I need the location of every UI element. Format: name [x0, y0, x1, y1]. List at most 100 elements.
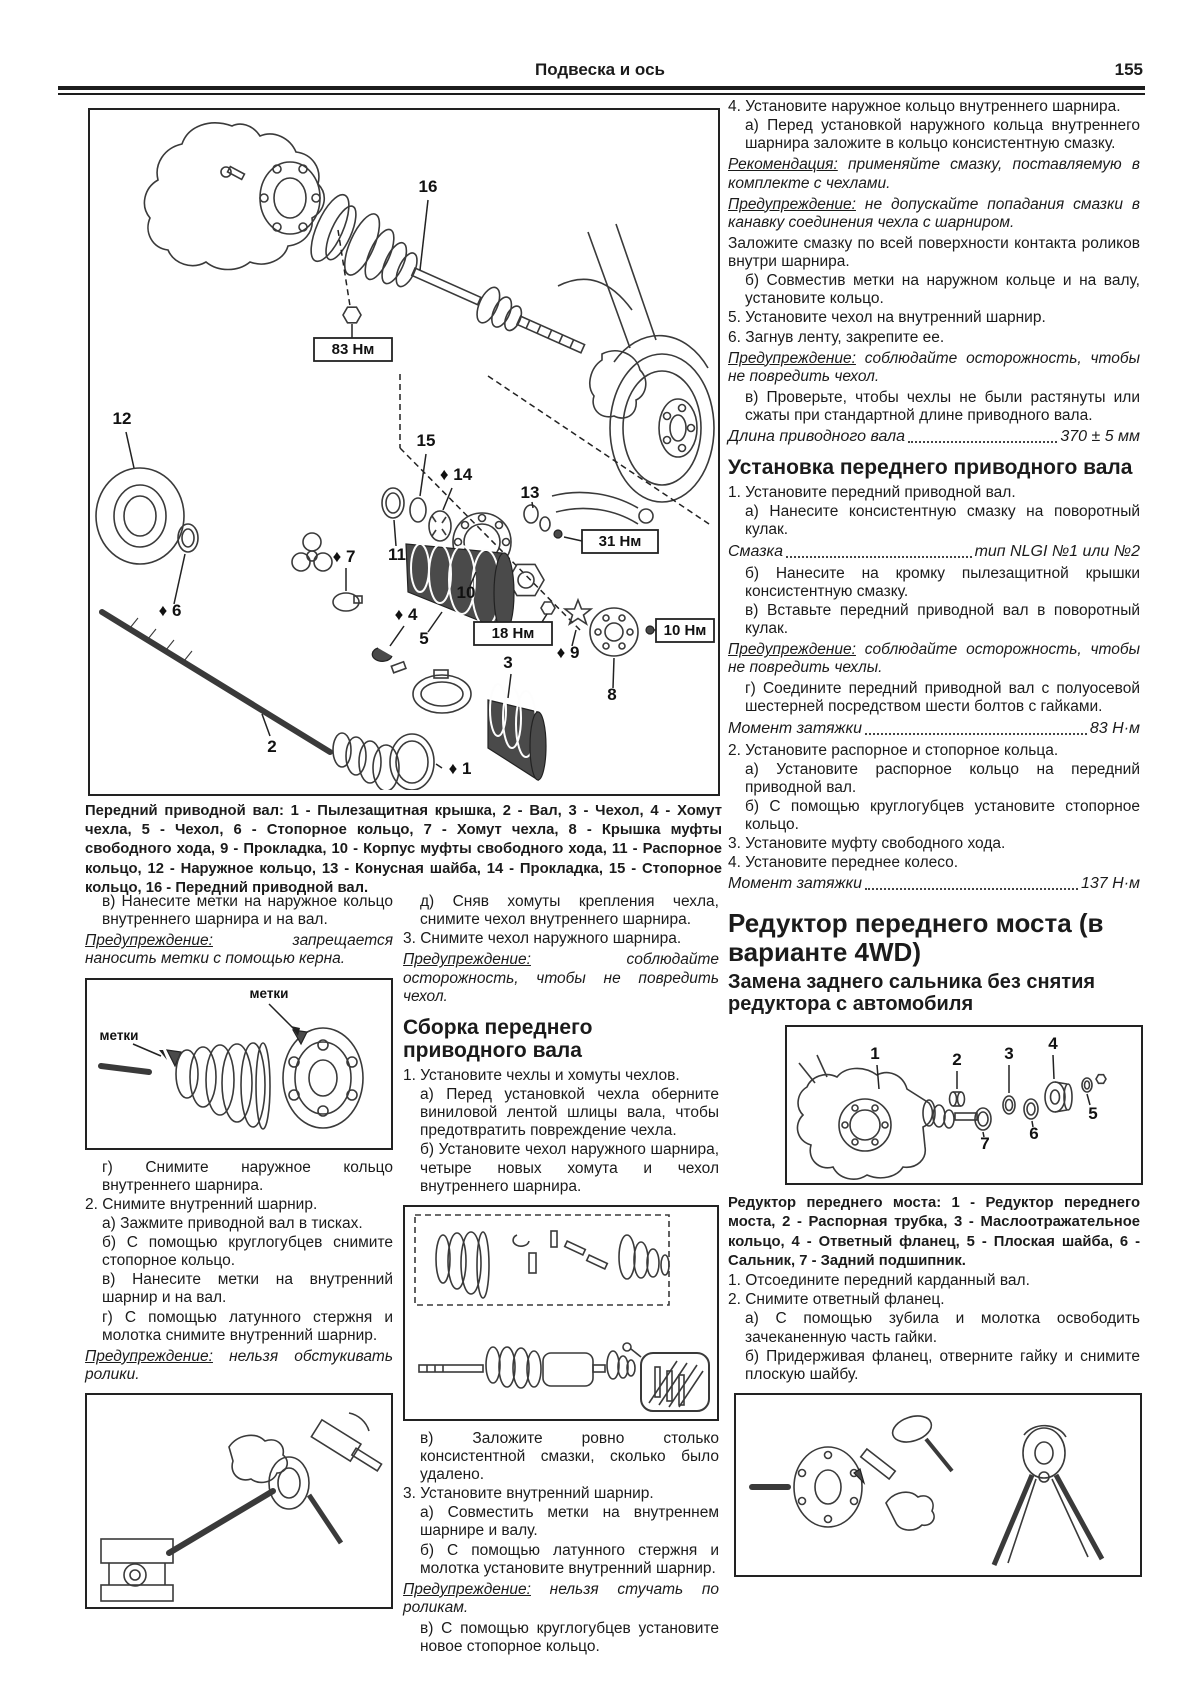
- spec-leader: [864, 888, 1078, 891]
- sub-item: б) С помощью круглогубцев снимите стопор…: [102, 1234, 393, 1270]
- sub-item: а) Перед установкой чехла оберните винил…: [420, 1086, 719, 1140]
- spec-line-torque-83: Момент затяжки 83 Н·м: [728, 720, 1140, 738]
- sub-item: а) Перед установкой наружного кольца вну…: [745, 117, 1140, 153]
- vise-art: [100, 1412, 383, 1602]
- part-label-13: 13: [521, 483, 540, 502]
- step-item: 2. Установите распорное и стопорное коль…: [728, 741, 1059, 759]
- sub-item: а) Нанесите консистентную смазку на пово…: [745, 503, 1140, 539]
- header-rule: [58, 86, 1145, 95]
- warning: Предупреждение: соблюдайте осторожность,…: [728, 641, 1140, 677]
- reducer-label-2: 2: [952, 1050, 961, 1069]
- sub-item: г) Соедините передний приводной вал с по…: [745, 680, 1140, 716]
- front-axle-reducer-diagram: 1 2 3 4 5 6 7: [796, 1034, 1107, 1181]
- part-label-5: 5: [419, 629, 428, 648]
- warning: Предупреждение: соблюдайте осторожность,…: [728, 350, 1140, 386]
- spec-value: 370 ± 5 мм: [1060, 428, 1140, 446]
- part-label-7: ♦ 7: [333, 547, 356, 566]
- part-label-12: 12: [113, 409, 132, 428]
- spec-line-shaft-length: Длина приводного вала 370 ± 5 мм: [728, 428, 1140, 446]
- step-item: 5. Установите чехол на внутренний шарнир…: [728, 309, 1046, 327]
- recommendation-label: Рекомендация:: [728, 156, 838, 174]
- figure-reducer-caption: Редуктор переднего моста: 1 - Редуктор п…: [728, 1195, 1140, 1269]
- warning: Предупреждение: соблюдайте осторожность,…: [403, 951, 719, 1005]
- section-heading-assembly: Сборка переднего приводного вала: [403, 1015, 593, 1062]
- tools-art: [749, 1415, 1105, 1566]
- boots-art: [414, 1214, 710, 1412]
- step-item: 3. Установите внутренний шарнир.: [403, 1485, 654, 1503]
- warning-label: Предупреждение:: [728, 641, 856, 659]
- step-item: 1. Отсоедините передний карданный вал.: [728, 1272, 1030, 1290]
- recommendation-text: применяйте смазку, поставляемую в компле…: [728, 156, 1140, 192]
- warning-text: соблюдайте осторожность, чтобы не повред…: [728, 349, 1140, 385]
- sub-item: г) С помощью латунного стержня и молотка…: [102, 1308, 393, 1344]
- boots-clamps-diagram: [414, 1214, 710, 1412]
- column-middle: д) Сняв хомуты крепления чехла, снимите …: [403, 893, 719, 1657]
- alignment-marks-diagram: метки метки: [98, 986, 364, 1130]
- sub-item: в) Нанесите метки на внутренний шарнир и…: [102, 1271, 393, 1307]
- sub-item: а) Совместить метки на внутреннем шарнир…: [420, 1504, 719, 1540]
- sub-item: б) Установите чехол наружного шарнира, ч…: [420, 1141, 719, 1195]
- step-item: 3. Снимите чехол наружного шарнира.: [403, 930, 682, 948]
- part-label-8: 8: [607, 685, 616, 704]
- warning: Предупреждение: не допускайте попадания …: [728, 196, 1140, 232]
- sub-item: д) Сняв хомуты крепления чехла, снимите …: [420, 893, 719, 929]
- torque-label-10: 10 Нм: [664, 622, 707, 639]
- reducer-label-4: 4: [1048, 1034, 1058, 1053]
- sub-item: б) Придерживая фланец, отверните гайку и…: [745, 1347, 1140, 1383]
- spec-name: Смазка: [728, 542, 783, 560]
- reducer-art: [796, 1054, 1107, 1181]
- step-item: 3. Установите муфту свободного хода.: [728, 835, 1006, 853]
- page-number: 155: [1114, 60, 1143, 79]
- part-label-1: ♦ 1: [449, 759, 472, 778]
- spec-line-torque-137: Момент затяжки 137 Н·м: [728, 875, 1140, 893]
- spec-line-grease: Смазка тип NLGI №1 или №2: [728, 543, 1140, 561]
- warning-label: Предупреждение:: [85, 1347, 213, 1365]
- column-right: 4. Установите наружное кольцо внутреннег…: [728, 98, 1143, 1586]
- page-title: Подвеска и ось: [534, 60, 665, 79]
- sub-item: в) С помощью круглогубцев установите нов…: [420, 1620, 719, 1656]
- recommendation: Рекомендация: применяйте смазку, поставл…: [728, 156, 1140, 192]
- step-item: 6. Загнув ленту, закрепите ее.: [728, 328, 945, 346]
- spec-leader: [785, 555, 972, 558]
- sub-item: в) Проверьте, чтобы чехлы не были растян…: [745, 388, 1140, 424]
- warning-text: не допускайте попадания смазки в канавку…: [728, 195, 1140, 231]
- projection-lines: [399, 374, 713, 631]
- sub-item: в) Заложите ровно столько консистентной …: [420, 1429, 719, 1484]
- reducer-label-6: 6: [1029, 1124, 1038, 1143]
- figure-alignment-marks: метки метки: [85, 977, 393, 1150]
- warning: Предупреждение: запрещается наносить мет…: [85, 932, 393, 968]
- part-label-3: 3: [503, 653, 512, 672]
- figure-boots-and-clamps: [403, 1204, 719, 1421]
- figure-front-drive-shaft: 16 83 Нм: [88, 108, 720, 796]
- drive-shaft-drawing: [310, 193, 586, 354]
- spec-name: Длина приводного вала: [728, 428, 906, 446]
- flange-nut-tools-drawing: [749, 1415, 1105, 1566]
- step-item: 1. Установите передний приводной вал.: [728, 484, 1016, 502]
- warning-text: нельзя обстукивать ролики.: [85, 1347, 393, 1383]
- figure-main-caption: Передний приводной вал: 1 - Пылезащитная…: [85, 803, 722, 896]
- vise-joint-removal-drawing: [100, 1412, 383, 1602]
- sub-item: а) С помощью зубила и молотка освободить…: [745, 1310, 1140, 1346]
- marks-label-top: метки: [250, 986, 289, 1001]
- transaxle-drawing: [143, 122, 325, 271]
- reducer-label-3: 3: [1004, 1044, 1013, 1063]
- torque-label-83: 83 Нм: [332, 341, 375, 358]
- spec-leader: [864, 732, 1087, 735]
- reducer-labels: 1 2 3 4 5 6 7: [870, 1034, 1097, 1153]
- warning-text: запрещается наносить метки с помощью кер…: [85, 932, 393, 968]
- sub-item: в) Нанесите метки на наружное кольцо вну…: [102, 893, 393, 929]
- spec-value: тип NLGI №1 или №2: [974, 542, 1140, 560]
- warning-label: Предупреждение:: [728, 349, 856, 367]
- sub-item: б) С помощью круглогубцев установите сто…: [745, 797, 1140, 834]
- sub-item: в) Вставьте передний приводной вал в пов…: [745, 601, 1140, 637]
- sub-item: а) Зажмите приводной вал в тисках.: [102, 1214, 363, 1232]
- step-item: 2. Снимите внутренний шарнир.: [85, 1195, 318, 1213]
- part-label-4: ♦ 4: [395, 605, 418, 624]
- chapter-heading-reducer: Редуктор переднего моста (в варианте 4WD…: [728, 908, 1104, 968]
- part-label-9: ♦ 9: [557, 643, 580, 662]
- warning: Предупреждение: нельзя стучать по ролика…: [403, 1581, 719, 1617]
- spec-name: Момент затяжки: [728, 719, 862, 737]
- column-left: в) Нанесите метки на наружное кольцо вну…: [85, 893, 393, 1618]
- warning-label: Предупреждение:: [728, 195, 856, 213]
